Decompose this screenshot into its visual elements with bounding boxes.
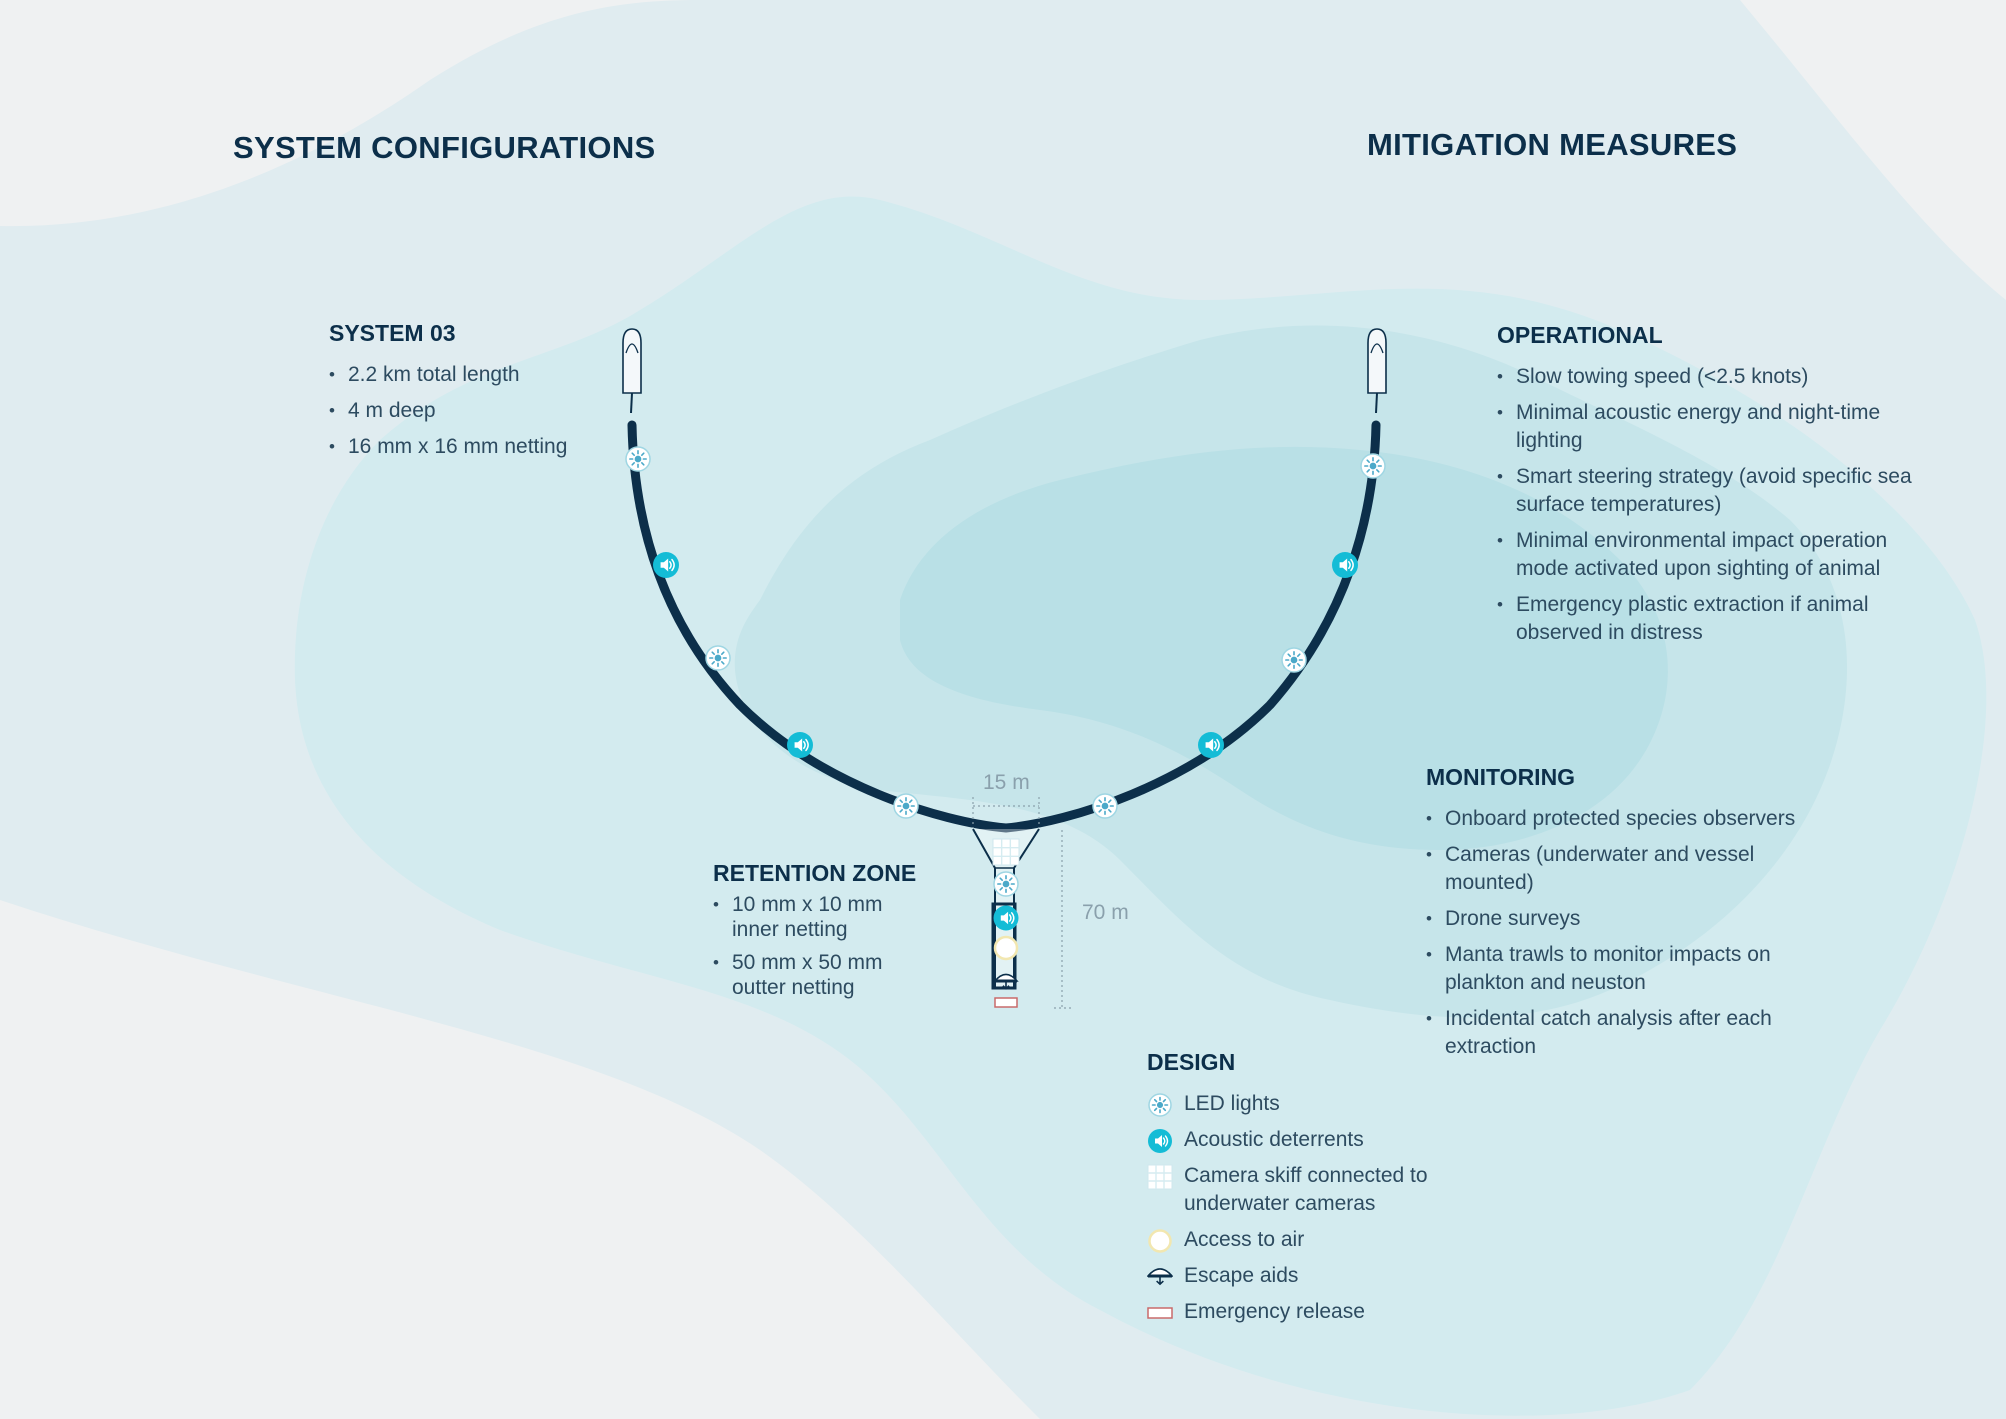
operational-item: Slow towing speed (<2.5 knots) <box>1497 363 1917 391</box>
led-light-icon <box>993 871 1019 897</box>
length-dimension-label: 70 m <box>1082 901 1129 924</box>
design-legend-item: Acoustic deterrents <box>1147 1126 1447 1154</box>
design-legend-item: Access to air <box>1147 1226 1447 1254</box>
emergency-release-icon <box>1147 1307 1173 1319</box>
acoustic-deterrent-icon <box>787 732 813 758</box>
mitigation-measures-title: MITIGATION MEASURES <box>1367 127 1738 162</box>
design-legend-item: Escape aids <box>1147 1262 1447 1290</box>
camera-skiff-icon <box>1147 1164 1173 1190</box>
led-light-icon <box>1281 647 1307 673</box>
led-light-icon <box>893 793 919 819</box>
design-legend-item: Camera skiff connected to underwater cam… <box>1147 1162 1447 1218</box>
monitoring-item: Drone surveys <box>1426 905 1806 933</box>
acoustic-deterrent-icon <box>993 905 1019 931</box>
operational-item: Minimal acoustic energy and night-time l… <box>1497 399 1917 455</box>
retention-zone-item: 10 mm x 10 mm inner netting <box>713 892 883 942</box>
retention-zone-item: 50 mm x 50 mm outter netting <box>713 950 883 1000</box>
led-light-icon <box>1148 1093 1172 1117</box>
system-spec-item: 4 m deep <box>329 397 629 425</box>
design-legend-label: Access to air <box>1184 1228 1305 1251</box>
led-light-icon <box>1092 793 1118 819</box>
background-layer-4 <box>900 446 1668 850</box>
monitoring-item: Incidental catch analysis after each ext… <box>1426 1005 1806 1061</box>
design-legend-label: Escape aids <box>1184 1264 1299 1287</box>
escape-aid-icon <box>1147 1268 1173 1286</box>
design-legend-item: Emergency release <box>1147 1298 1447 1326</box>
design-heading: DESIGN <box>1147 1049 1236 1075</box>
monitoring-list: Onboard protected species observersCamer… <box>1426 805 1806 1069</box>
acoustic-deterrent-icon <box>653 552 679 578</box>
design-legend-item: LED lights <box>1147 1090 1447 1118</box>
design-legend-label: Acoustic deterrents <box>1184 1128 1364 1151</box>
system-spec-list: 2.2 km total length 4 m deep 16 mm x 16 mm… <box>329 361 629 469</box>
width-dimension-label: 15 m <box>983 771 1030 794</box>
system-heading: SYSTEM 03 <box>329 320 456 346</box>
operational-item: Minimal environmental impact operation m… <box>1497 527 1917 583</box>
monitoring-heading: MONITORING <box>1426 764 1576 790</box>
system-configurations-title: SYSTEM CONFIGURATIONS <box>233 130 656 165</box>
acoustic-deterrent-icon <box>1332 552 1358 578</box>
dimension-guides <box>972 797 1072 1009</box>
system-spec-item: 2.2 km total length <box>329 361 629 389</box>
design-legend-label: Emergency release <box>1184 1300 1365 1323</box>
access-to-air-icon <box>993 935 1019 961</box>
design-legend-label: Camera skiff connected to underwater cam… <box>1184 1164 1428 1215</box>
emergency-release-icon <box>994 997 1018 1008</box>
barrier-floater <box>627 420 1381 833</box>
led-light-icon <box>705 645 731 671</box>
operational-heading: OPERATIONAL <box>1497 322 1663 348</box>
operational-item: Emergency plastic extraction if animal o… <box>1497 591 1917 647</box>
operational-item: Smart steering strategy (avoid specific … <box>1497 463 1917 519</box>
design-legend-label: LED lights <box>1184 1092 1280 1115</box>
monitoring-item: Manta trawls to monitor impacts on plank… <box>1426 941 1806 997</box>
acoustic-deterrent-icon <box>1148 1129 1172 1153</box>
system-spec-item: 16 mm x 16 mm netting <box>329 433 629 461</box>
acoustic-deterrent-icon <box>1198 732 1224 758</box>
right-vessel-icon <box>1367 328 1387 414</box>
camera-skiff-icon <box>992 838 1020 866</box>
monitoring-item: Cameras (underwater and vessel mounted) <box>1426 841 1806 897</box>
monitoring-item: Onboard protected species observers <box>1426 805 1806 833</box>
escape-aid-icon <box>993 973 1019 990</box>
access-to-air-icon <box>1148 1229 1172 1253</box>
operational-list: Slow towing speed (<2.5 knots) Minimal ac… <box>1497 363 1917 655</box>
retention-zone-list: 10 mm x 10 mm inner netting 50 mm x 50 mm… <box>713 892 883 1008</box>
led-light-icon <box>625 446 651 472</box>
led-light-icon <box>1360 453 1386 479</box>
retention-zone-heading: RETENTION ZONE <box>713 860 917 886</box>
